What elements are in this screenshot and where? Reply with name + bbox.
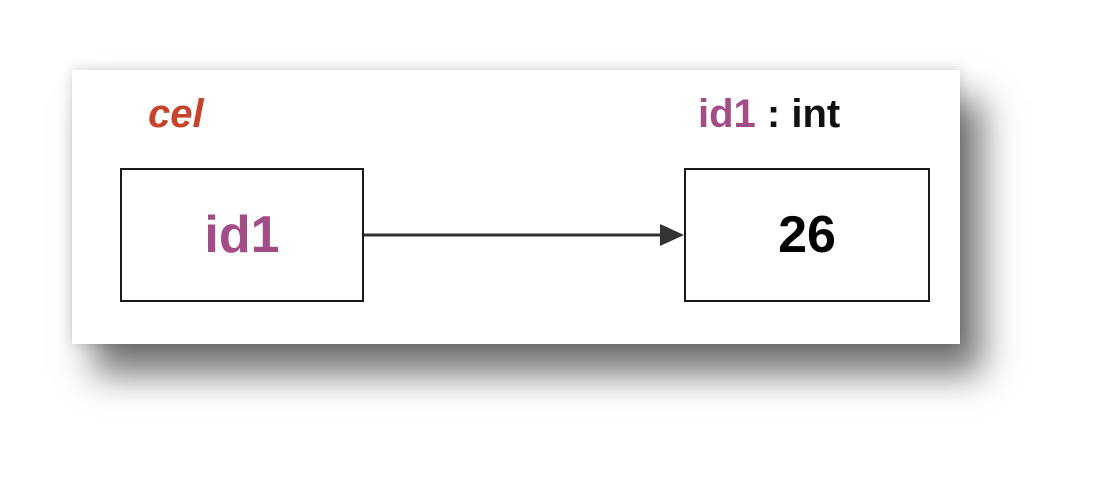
object-separator: :: [755, 92, 792, 136]
object-label: id1 : int: [698, 92, 840, 136]
reference-box-text: id1: [204, 206, 280, 264]
diagram-card: cel id1 : int id1 26: [72, 70, 960, 344]
reference-arrow: [364, 224, 684, 246]
object-id: id1: [698, 92, 756, 136]
value-box-text: 26: [778, 206, 836, 264]
variable-name: cel: [148, 92, 204, 136]
reference-box: id1: [120, 168, 364, 302]
arrow-head: [660, 224, 684, 246]
object-type: int: [791, 92, 841, 136]
value-box: 26: [684, 168, 930, 302]
